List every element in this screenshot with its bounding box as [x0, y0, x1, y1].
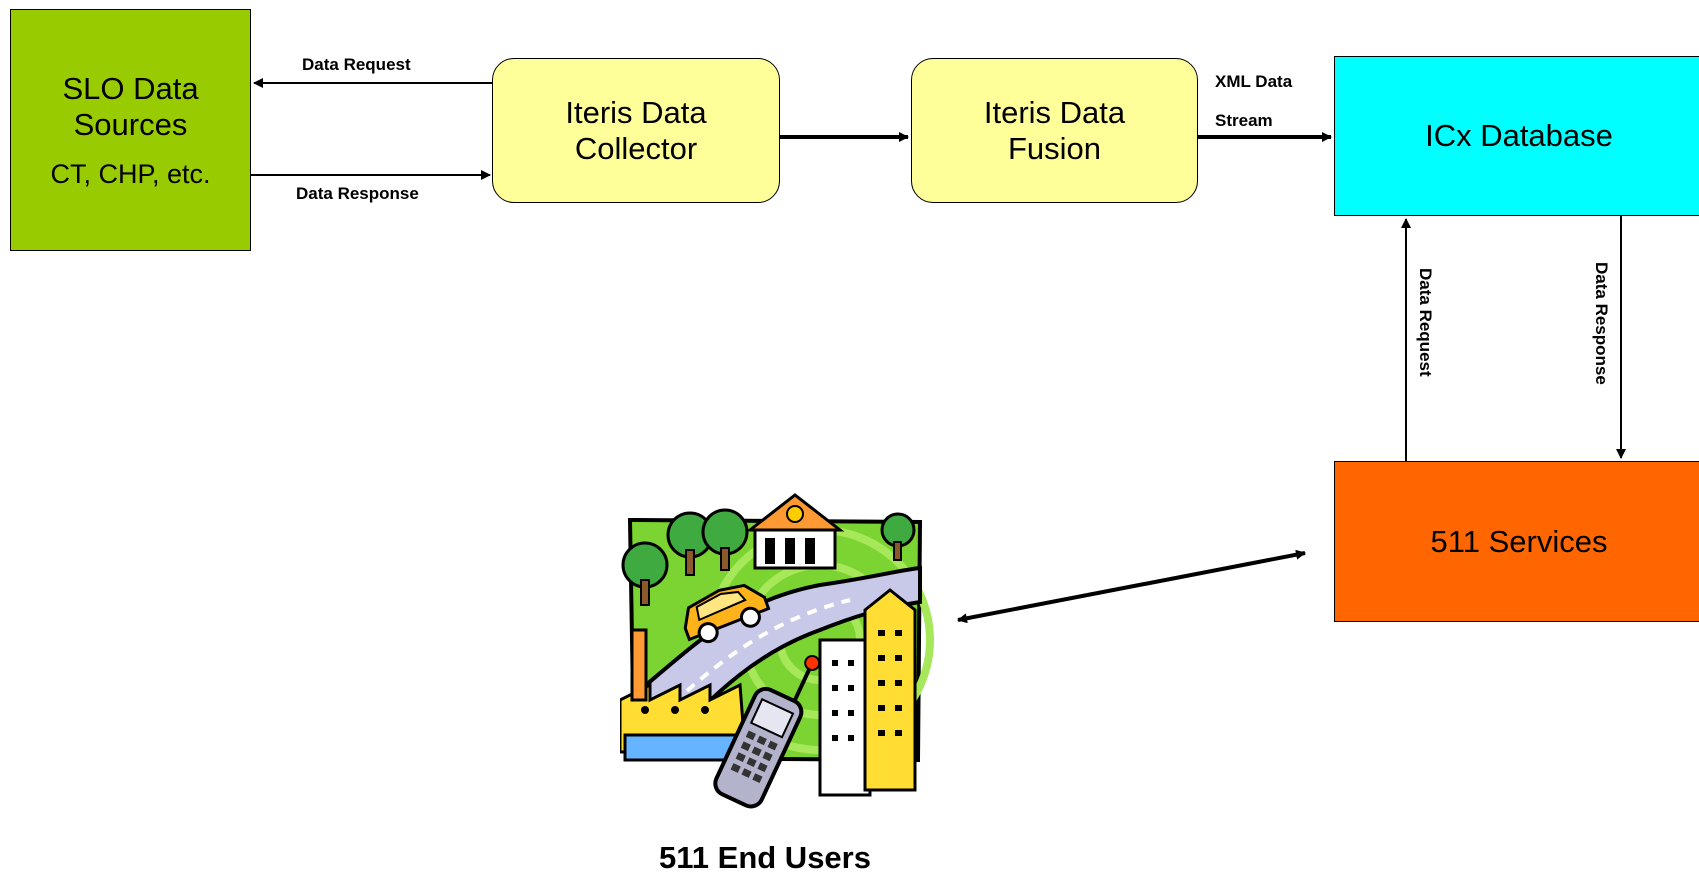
edge-label-data-request-vertical: Data Request — [1416, 268, 1435, 377]
icx-label: ICx Database — [1425, 118, 1613, 153]
edge-label-data-request-top: Data Request — [302, 55, 411, 74]
slo-title: SLO Data Sources — [62, 70, 199, 142]
edge-label-xml-data: XML Data — [1215, 72, 1293, 91]
slo-subtitle: CT, CHP, etc. — [50, 158, 211, 189]
city-traffic-phone-clipart — [620, 493, 934, 809]
services-label: 511 Services — [1430, 523, 1608, 559]
edge-label-data-response-bottom: Data Response — [296, 184, 419, 203]
edge-label-data-response-vertical: Data Response — [1592, 262, 1611, 385]
node-slo-data-sources: SLO Data Sources CT, CHP, etc. — [10, 9, 251, 251]
node-iteris-data-collector: Iteris Data Collector — [492, 58, 780, 203]
node-icx-database: ICx Database — [1334, 56, 1699, 216]
end-users-label: 511 End Users — [659, 840, 871, 875]
collector-label: Iteris Data Collector — [565, 94, 707, 166]
fusion-label: Iteris Data Fusion — [983, 94, 1126, 166]
node-511-services: 511 Services — [1334, 461, 1699, 622]
node-iteris-data-fusion: Iteris Data Fusion — [911, 58, 1198, 203]
arrow-services-end-users — [957, 549, 1306, 624]
edge-label-stream: Stream — [1215, 111, 1273, 130]
